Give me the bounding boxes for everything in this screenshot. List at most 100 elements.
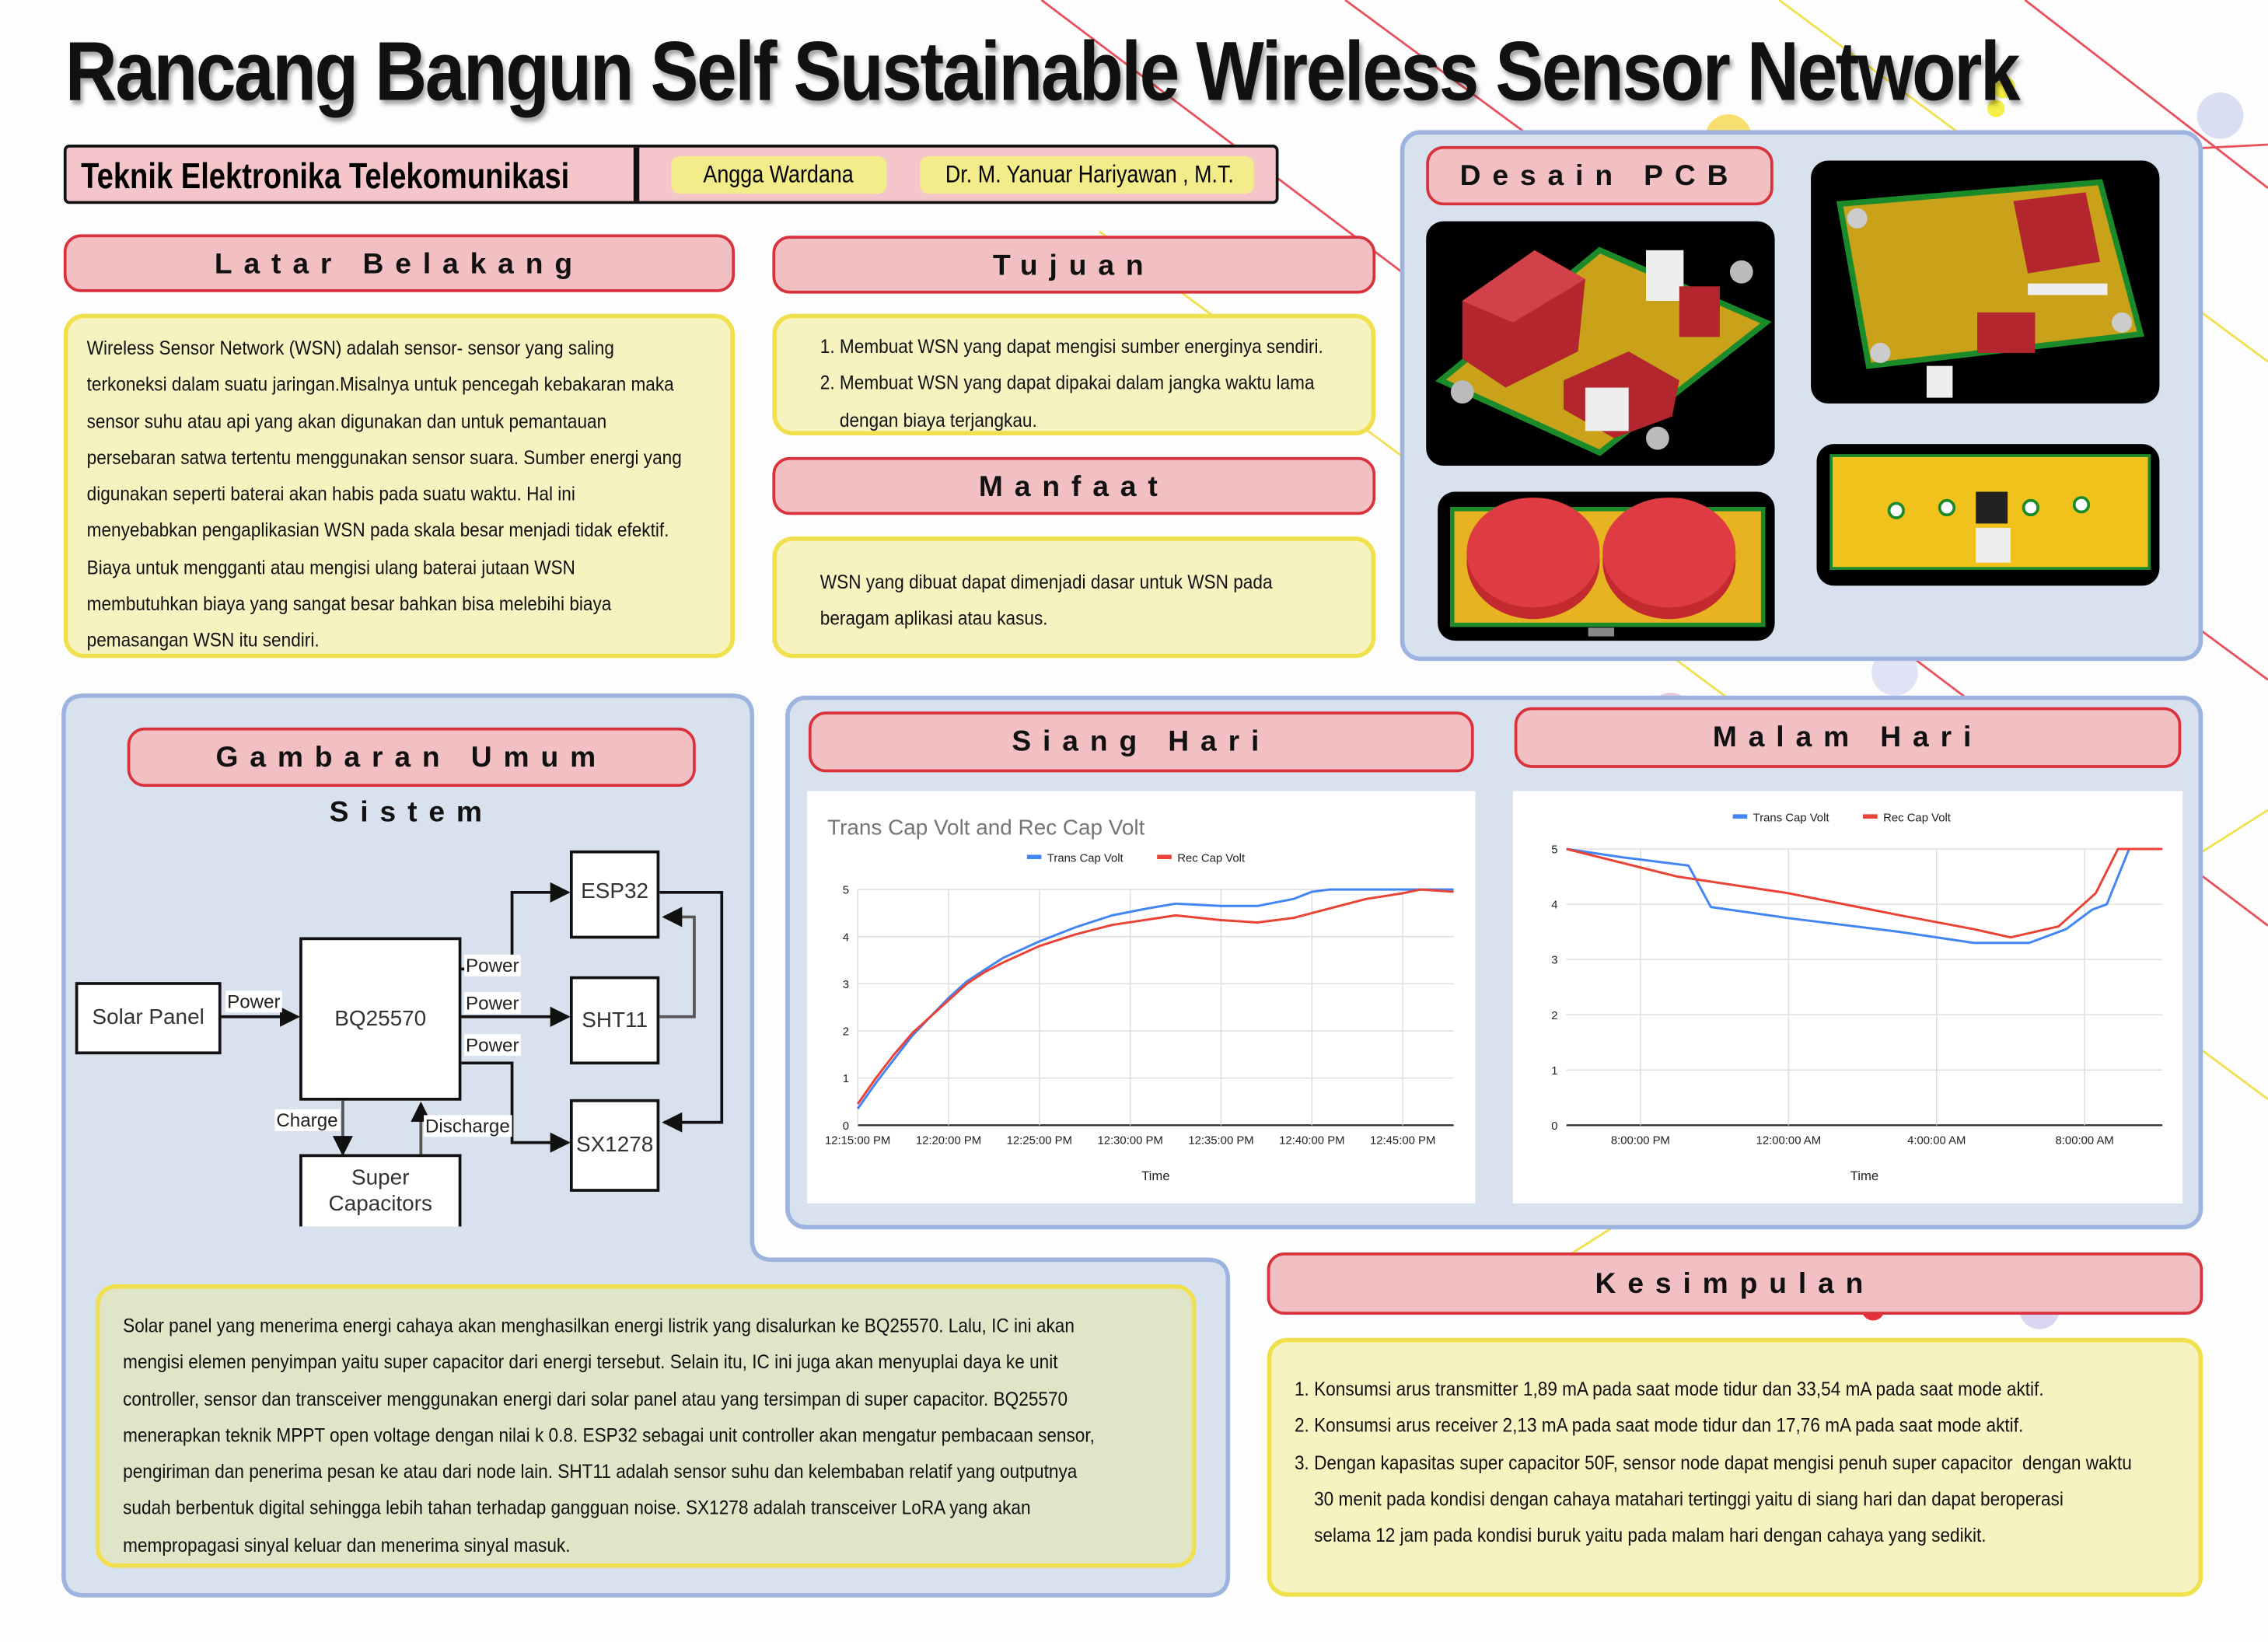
header-divider: [633, 147, 640, 201]
text-line: mengisi elemen penyimpan yaitu super cap…: [123, 1351, 1058, 1373]
tujuan-heading: Tujuan: [772, 236, 1376, 294]
text-line: mempropagasi sinyal keluar dan menerima …: [123, 1534, 571, 1556]
block-solar-panel: Solar Panel: [75, 982, 222, 1055]
y-tick-label: 2: [843, 1026, 849, 1039]
series-line-rec-cap-volt: [856, 888, 1454, 1105]
x-tick-label: 8:00:00 PM: [1611, 1134, 1670, 1147]
x-tick-label: 4:00:00 AM: [1907, 1134, 1966, 1147]
x-tick-label: 12:30:00 PM: [1097, 1134, 1162, 1147]
x-tick-label: 12:00:00 AM: [1756, 1134, 1822, 1147]
gambaran-heading: Gambaran Umum Sistem: [127, 727, 696, 829]
text-line: WSN yang dibuat dapat dimenjadi dasar un…: [819, 571, 1273, 593]
text-line: 2. Konsumsi arus receiver 2,13 mA pada s…: [1294, 1414, 2024, 1437]
text-line: beragam aplikasi atau kasus.: [819, 607, 1048, 630]
kesimpulan-heading: Kesimpulan: [1267, 1252, 2203, 1315]
text-line: sudah berbentuk digital sehingga lebih t…: [123, 1497, 1031, 1520]
text-line: 3. Dengan kapasitas super capacitor 50F,…: [1294, 1451, 2132, 1473]
supervisor-badge: Dr. M. Yanuar Hariyawan , M.T.: [920, 155, 1254, 194]
y-tick-label: 3: [1551, 955, 1557, 967]
x-tick-label: 12:40:00 PM: [1279, 1134, 1344, 1147]
x-tick-label: 12:25:00 PM: [1007, 1134, 1072, 1147]
malam-hari-heading: Malam Hari: [1514, 707, 2182, 768]
legend-label: Trans Cap Volt: [1047, 853, 1124, 865]
department: Teknik Elektronika Telekomunikasi: [81, 155, 570, 197]
x-tick-label: 12:35:00 PM: [1188, 1134, 1253, 1147]
system-block-diagram: Solar Panel BQ25570 ESP32 SHT11 SX1278 S…: [72, 847, 738, 1227]
y-tick-label: 1: [843, 1073, 849, 1085]
manfaat-heading: Manfaat: [772, 456, 1376, 515]
text-line: menerapkan teknik MPPT open voltage deng…: [123, 1424, 1095, 1447]
block-label: Super: [351, 1165, 410, 1191]
label-discharge: Discharge: [424, 1115, 512, 1137]
y-tick-label: 0: [1551, 1120, 1557, 1133]
pcb-3d-render-top: [1811, 160, 2160, 404]
poster-title: Rancang Bangun Self Sustainable Wireless…: [65, 24, 2021, 119]
pcb-3d-render-sensor-board: [1816, 444, 2160, 586]
text-line: persebaran satwa tertentu menggunakan se…: [86, 446, 682, 469]
latar-belakang-text: Wireless Sensor Network (WSN) adalah sen…: [63, 313, 736, 659]
text-line: Wireless Sensor Network (WSN) adalah sen…: [86, 337, 614, 359]
text-line: menyebabkan pengaplikasian WSN pada skal…: [86, 519, 669, 542]
label-power: Power: [464, 992, 521, 1015]
diagram-connectors: [219, 882, 724, 1163]
text-line: Solar panel yang menerima energi cahaya …: [123, 1315, 1075, 1336]
text-line: 1. Konsumsi arus transmitter 1,89 mA pad…: [1294, 1378, 2044, 1400]
block-bq25570: BQ25570: [299, 937, 462, 1101]
siang-hari-heading: Siang Hari: [808, 711, 1474, 773]
x-tick-label: 8:00:00 AM: [2056, 1134, 2114, 1147]
legend-label: Rec Cap Volt: [1177, 853, 1246, 865]
manfaat-text: WSN yang dibuat dapat dimenjadi dasar un…: [772, 536, 1376, 659]
chart-title: Trans Cap Volt and Rec Cap Volt: [827, 815, 1145, 839]
x-axis-label: Time: [1141, 1169, 1170, 1183]
pcb-3d-render-angled: [1426, 221, 1775, 466]
x-tick-label: 12:45:00 PM: [1370, 1134, 1435, 1147]
block-sht11: SHT11: [569, 976, 660, 1065]
text-line: terkoneksi dalam suatu jaringan.Misalnya…: [86, 373, 674, 396]
block-super-capacitors: Super Capacitors: [299, 1154, 462, 1227]
chart-siang: Trans Cap Volt and Rec Cap Volt 0 1 2 3 4 5 12:…: [807, 791, 1476, 1204]
x-tick-label: 12:20:00 PM: [916, 1134, 981, 1147]
block-label: Capacitors: [328, 1191, 432, 1217]
series-line-trans-cap-volt: [856, 888, 1454, 1109]
gambaran-text: Solar panel yang menerima energi cahaya …: [95, 1284, 1197, 1568]
legend-swatch: [1732, 814, 1748, 819]
text-line: dengan biaya terjangkau.: [819, 408, 1037, 431]
y-tick-label: 1: [1551, 1065, 1557, 1078]
desain-pcb-heading: Desain PCB: [1426, 145, 1774, 206]
text-line: 1. Membuat WSN yang dapat mengisi sumber…: [819, 335, 1323, 358]
legend-label: Trans Cap Volt: [1753, 812, 1830, 825]
label-power: Power: [464, 1034, 521, 1057]
text-line: sensor suhu atau api yang akan digunakan…: [86, 410, 607, 432]
text-line: 30 menit pada kondisi dengan cahaya mata…: [1294, 1488, 2064, 1510]
text-line: membutuhkan biaya yang sangat besar bahk…: [86, 592, 612, 615]
y-tick-label: 2: [1551, 1010, 1557, 1022]
legend-swatch: [1026, 854, 1042, 860]
header-bar: Teknik Elektronika Telekomunikasi Angga …: [63, 145, 1279, 204]
text-line: selama 12 jam pada kondisi buruk yaitu p…: [1294, 1525, 1987, 1547]
author-name: Angga Wardana: [704, 160, 854, 188]
text-line: 2. Membuat WSN yang dapat dipakai dalam …: [819, 372, 1315, 394]
y-tick-label: 3: [843, 979, 849, 991]
legend-swatch: [1157, 854, 1172, 860]
y-tick-label: 0: [843, 1120, 849, 1133]
text-line: pengiriman dan penerima pesan ke atau da…: [123, 1461, 1078, 1483]
tujuan-text: 1. Membuat WSN yang dapat mengisi sumber…: [772, 313, 1376, 435]
y-tick-label: 5: [843, 885, 849, 897]
text-line: Biaya untuk mengganti atau mengisi ulang…: [86, 556, 575, 578]
label-charge: Charge: [274, 1109, 340, 1131]
series-line-rec-cap-volt: [1566, 847, 2163, 939]
kesimpulan-text: 1. Konsumsi arus transmitter 1,89 mA pad…: [1267, 1337, 2203, 1597]
block-sx1278: SX1278: [569, 1099, 660, 1192]
legend-swatch: [1863, 814, 1878, 819]
text-line: controller, sensor dan transceiver mengg…: [123, 1388, 1068, 1410]
x-tick-label: 12:15:00 PM: [825, 1134, 890, 1147]
pcb-3d-render-supercaps: [1438, 491, 1775, 641]
chart-siang-svg: Trans Cap Volt and Rec Cap Volt 0 1 2 3 4 5 12:…: [825, 815, 1454, 1183]
latar-belakang-heading: Latar Belakang: [63, 234, 736, 292]
y-tick-label: 4: [843, 931, 849, 944]
x-axis-label: Time: [1850, 1169, 1879, 1183]
label-power: Power: [464, 954, 521, 976]
